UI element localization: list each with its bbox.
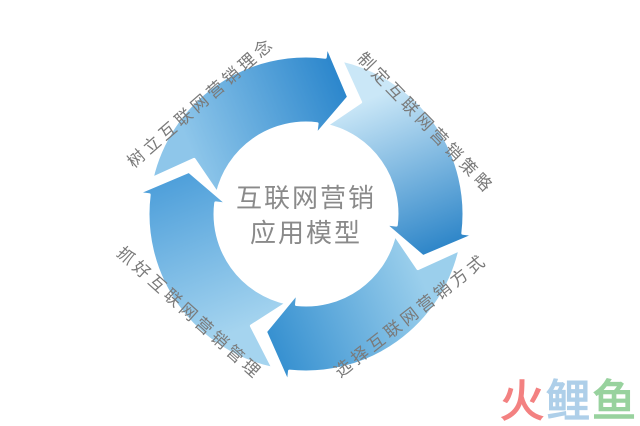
cycle-arrow-top-right	[325, 58, 477, 259]
center-title-line1: 互联网营销	[235, 183, 377, 213]
center-title-line2: 应用模型	[249, 218, 363, 248]
cycle-arrow-top-left	[150, 43, 351, 195]
watermark-char-fish: 鱼	[592, 377, 638, 426]
cycle-arrow-bottom-right	[264, 233, 462, 385]
cycle-arrow-bottom-left	[135, 169, 289, 370]
center-title: 互联网营销 应用模型	[236, 181, 376, 251]
watermark-char-carp: 鲤	[546, 377, 592, 426]
watermark-char-fire: 火	[500, 377, 546, 426]
watermark-logo: 火鲤鱼	[500, 380, 638, 424]
